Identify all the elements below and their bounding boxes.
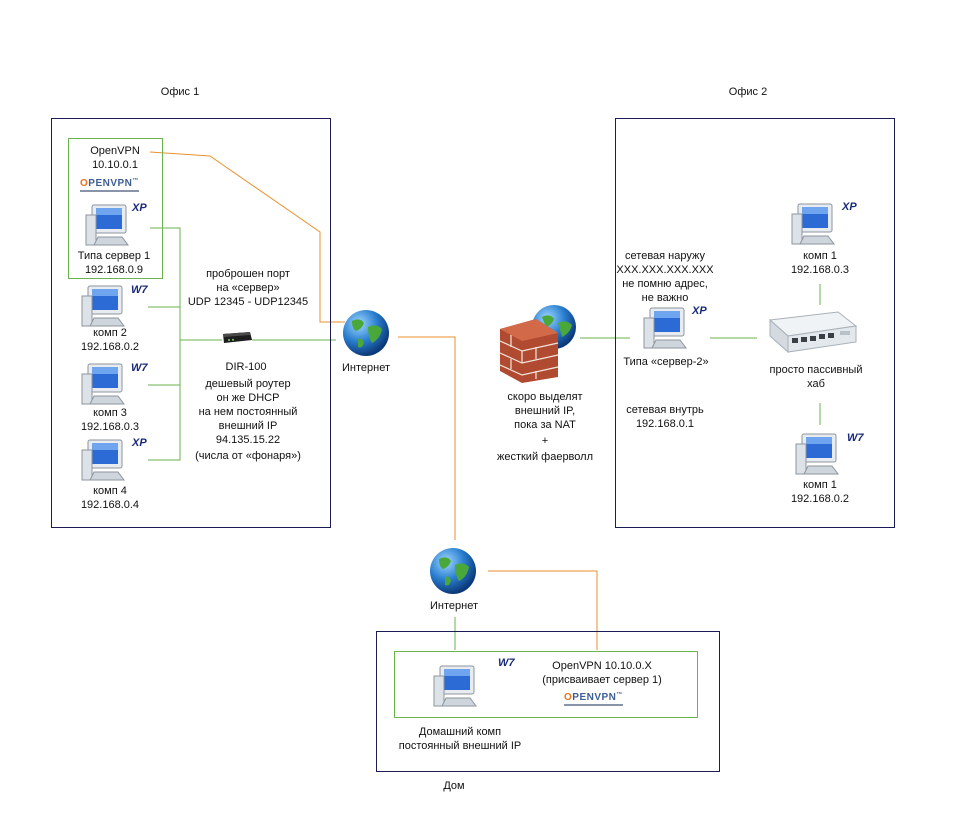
office1-title: Офис 1 — [160, 86, 200, 98]
port-forward-line2: на «сервер» — [216, 282, 280, 294]
home-pc-line2: постоянный внешний IP — [398, 740, 522, 752]
monitor-icon — [791, 203, 835, 245]
hub-line1: просто пассивный — [769, 364, 863, 376]
monitor-icon — [433, 665, 477, 707]
monitor-icon — [81, 363, 125, 405]
monitor-icon — [643, 307, 687, 349]
firewall-icon — [499, 305, 576, 383]
globe-icon — [343, 310, 389, 356]
firewall-line5: жесткий фаерволл — [496, 451, 593, 463]
router-note: (числа от «фонаря») — [195, 450, 301, 462]
w7-badge: W7 — [131, 284, 148, 296]
firewall-line4: + — [541, 435, 549, 447]
int-ip: 192.168.0.1 — [635, 418, 695, 430]
monitor-icon — [85, 204, 129, 246]
monitor-icon — [81, 285, 125, 327]
firewall-line2: внешний IP, — [514, 405, 576, 417]
openvpn-title: OpenVPN — [90, 145, 140, 157]
comp1a-ip: 192.168.0.3 — [790, 264, 850, 276]
xp-badge: XP — [842, 201, 857, 213]
int-line1: сетевая внутрь — [626, 404, 704, 416]
port-forward-line1: проброшен порт — [206, 268, 290, 280]
router-name: DIR-100 — [225, 361, 267, 373]
comp1b-name: комп 1 — [803, 479, 837, 491]
server1-name: Типа сервер 1 — [77, 250, 151, 262]
comp3-ip: 192.168.0.3 — [80, 421, 140, 433]
router-icon — [223, 332, 252, 343]
router-ip: 94.135.15.22 — [215, 434, 281, 446]
vpn-line-internet-home — [398, 336, 456, 540]
server1-ip: 192.168.0.9 — [84, 264, 144, 276]
hub-line2: хаб — [807, 378, 825, 390]
ext-line2: XXX.XXX.XXX.XXX — [616, 264, 714, 276]
ext-line1: сетевая наружу — [625, 250, 705, 262]
comp2-name: комп 2 — [93, 327, 127, 339]
comp2-ip: 192.168.0.2 — [80, 341, 140, 353]
openvpn-ip: 10.10.0.1 — [92, 159, 138, 171]
router-line3: на нем постоянный — [198, 406, 298, 418]
router-line4: внешний IP — [218, 420, 278, 432]
globe-icon — [430, 548, 476, 594]
office2-title: Офис 2 — [728, 86, 768, 98]
firewall-line3: пока за NAT — [514, 419, 576, 431]
hub-icon — [768, 311, 858, 354]
router-line2: он же DHCP — [216, 392, 280, 404]
home-openvpn-group — [394, 651, 698, 718]
comp1a-name: комп 1 — [803, 250, 837, 262]
firewall-line1: скоро выделят — [507, 391, 583, 403]
comp3-name: комп 3 — [93, 407, 127, 419]
monitor-icon — [795, 433, 839, 475]
openvpn-server-group — [68, 138, 163, 279]
xp-badge: XP — [132, 437, 147, 449]
openvpn-logo: OPENVPN™ — [80, 178, 139, 192]
internet-label-bottom: Интернет — [430, 600, 478, 612]
comp4-name: комп 4 — [93, 485, 127, 497]
xp-badge: XP — [132, 202, 147, 214]
router-line1: дешевый роутер — [205, 378, 291, 390]
home-title: Дом — [443, 780, 465, 792]
w7-badge: W7 — [498, 657, 515, 669]
home-pc-line1: Домашний комп — [418, 726, 502, 738]
comp4-ip: 192.168.0.4 — [80, 499, 140, 511]
office2-box — [615, 118, 895, 528]
server2-name: Типа «сервер-2» — [623, 356, 709, 368]
monitor-icon — [81, 439, 125, 481]
port-forward-line3: UDP 12345 - UDP12345 — [187, 296, 309, 308]
home-box — [376, 631, 720, 772]
w7-badge: W7 — [847, 432, 864, 444]
w7-badge: W7 — [131, 362, 148, 374]
office1-box — [51, 118, 331, 528]
comp1b-ip: 192.168.0.2 — [790, 493, 850, 505]
internet-label-top: Интернет — [342, 362, 390, 374]
ext-line3: не помню адрес, — [622, 278, 708, 290]
lan-line-server — [148, 227, 181, 461]
xp-badge: XP — [692, 305, 707, 317]
vpn-line-home-openvpn — [488, 570, 598, 650]
openvpn-logo: OPENVPN™ — [564, 692, 623, 706]
home-openvpn-line2: (присваивает сервер 1) — [542, 674, 662, 686]
vpn-line-office1 — [149, 151, 345, 323]
home-openvpn-line1: OpenVPN 10.10.0.X — [552, 660, 652, 672]
ext-line4: не важно — [641, 292, 689, 304]
